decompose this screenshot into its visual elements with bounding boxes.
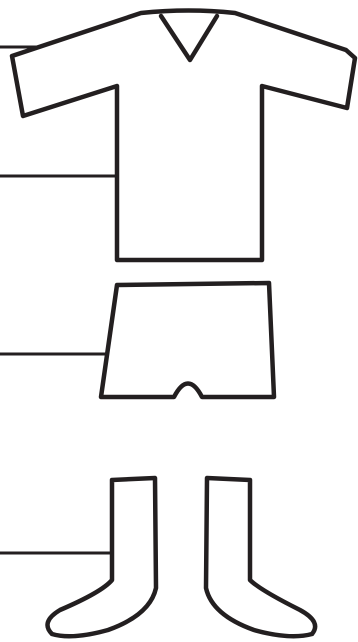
right-sock — [206, 478, 315, 636]
leader-lines — [0, 47, 118, 553]
shorts-outline — [101, 283, 274, 397]
left-sock — [48, 478, 157, 636]
shirt-outline — [12, 11, 355, 261]
socks-outline — [48, 478, 316, 636]
shorts-body — [101, 283, 274, 397]
